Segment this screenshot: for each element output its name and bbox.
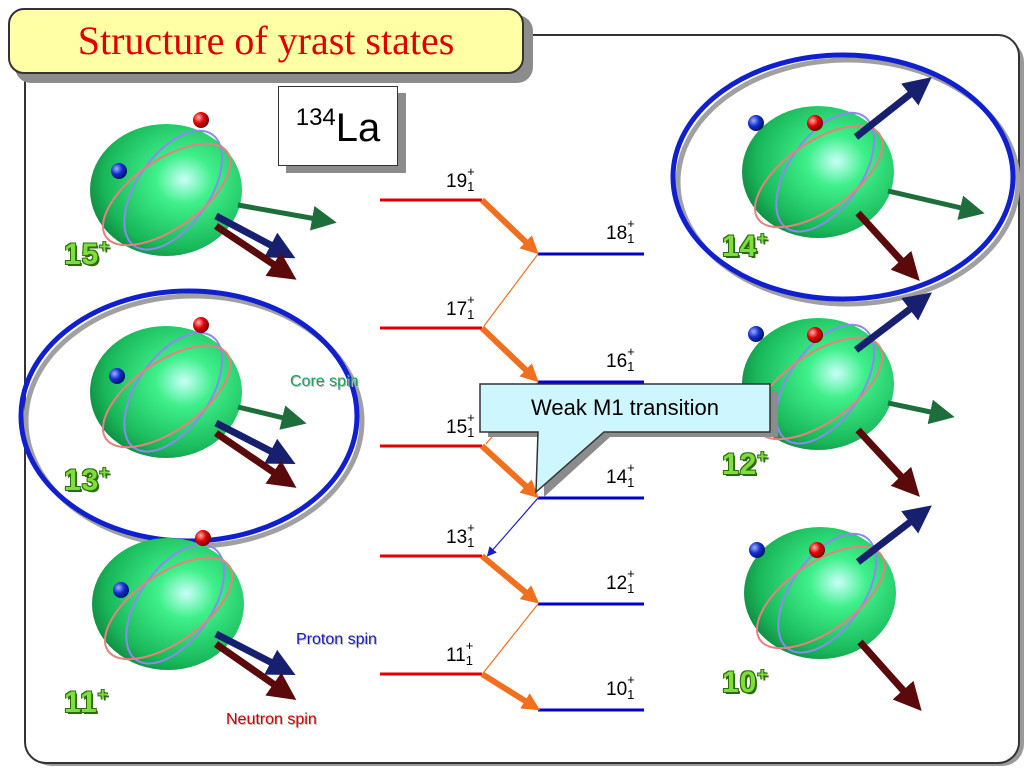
proton-sphere <box>809 542 825 558</box>
slide-title: Structure of yrast states <box>8 8 524 74</box>
nucleus-label-12: 12+ <box>722 447 769 481</box>
callout-balloon <box>479 383 778 497</box>
nucleus-label-13: 13+ <box>64 463 111 497</box>
nucleus-label-14: 14+ <box>722 229 769 263</box>
neutron-sphere <box>111 163 127 179</box>
proton-spin-label: Proton spin <box>296 631 377 648</box>
proton-sphere <box>195 530 211 546</box>
nucleus-10 <box>739 505 932 712</box>
neutron-sphere <box>749 542 765 558</box>
callout-text: Weak M1 transition <box>531 395 719 420</box>
isotope-label: 134La <box>278 86 398 166</box>
level-label-10: 10+1 <box>606 672 635 702</box>
element-symbol: La <box>335 106 381 150</box>
level-label-11: 11+1 <box>446 638 474 668</box>
weak-transitions <box>483 253 539 673</box>
level-label-19: 19+1 <box>446 164 475 194</box>
nucleus-15 <box>85 112 337 280</box>
neutron-sphere <box>748 115 764 131</box>
nucleus-11 <box>87 526 297 701</box>
neutron-spin-label: Neutron spin <box>226 711 317 728</box>
level-label-13: 13+1 <box>446 520 475 550</box>
neutron-sphere <box>748 326 764 342</box>
level-label-17: 17+1 <box>446 292 475 322</box>
nucleus-label-11: 11+ <box>64 685 109 719</box>
neutron-sphere <box>109 368 125 384</box>
level-label-12: 12+1 <box>606 566 635 596</box>
nucleus-12 <box>737 292 955 497</box>
core-spin-label: Core spin <box>290 373 359 390</box>
nucleus-label-15: 15+ <box>64 237 111 271</box>
highlight-ellipse-14 <box>670 52 1021 307</box>
neutron-sphere <box>113 582 129 598</box>
nucleus-13 <box>85 314 307 488</box>
level-label-18: 18+1 <box>606 216 635 246</box>
proton-sphere <box>193 112 209 128</box>
proton-sphere <box>807 327 823 343</box>
mass-number: 134 <box>295 104 336 131</box>
proton-sphere <box>807 115 823 131</box>
level-label-16: 16+1 <box>606 344 635 374</box>
proton-sphere <box>193 317 209 333</box>
nucleus-label-10: 10+ <box>722 665 769 699</box>
level-label-14: 14+1 <box>606 460 635 490</box>
strong-transitions <box>479 197 541 711</box>
level-label-15: 15+1 <box>446 410 475 440</box>
nucleus-14 <box>737 77 985 281</box>
